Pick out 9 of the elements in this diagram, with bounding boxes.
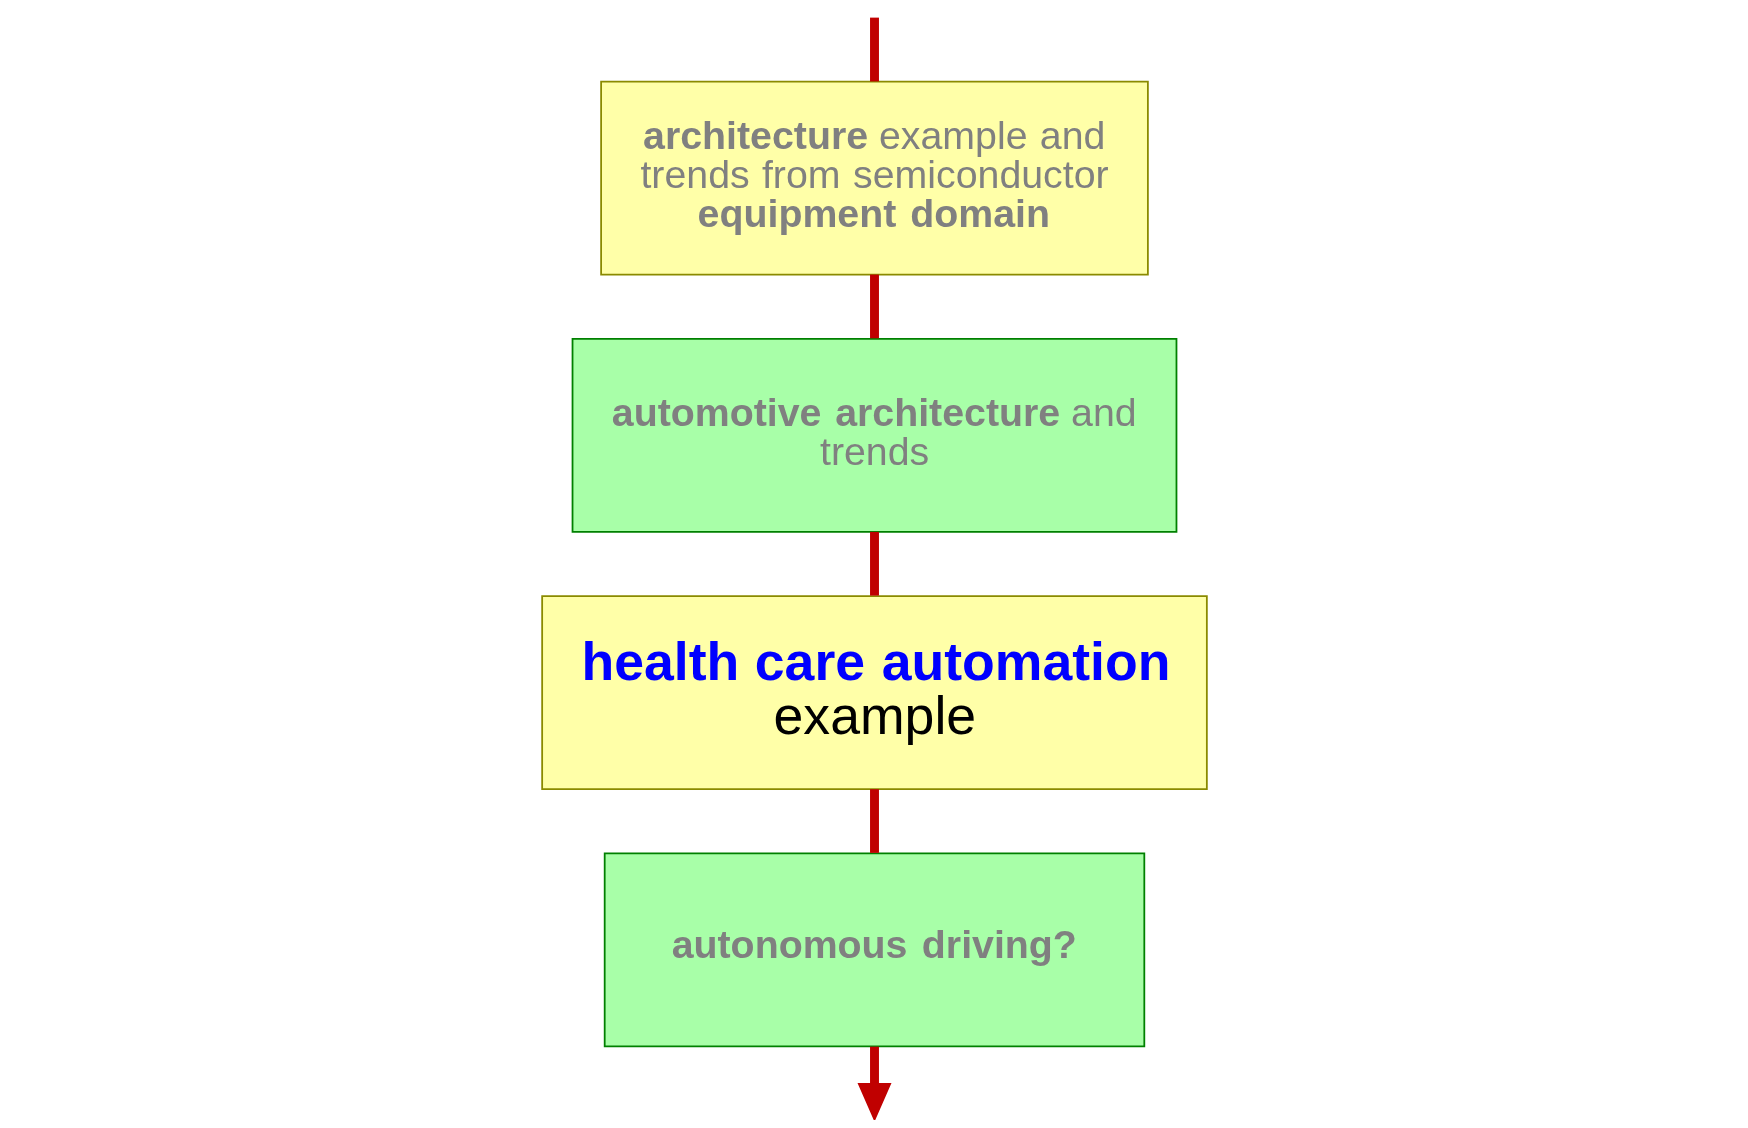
node-box: health care automation example: [540, 595, 1208, 791]
node-box: automotive architecture and trends: [571, 337, 1177, 533]
arrow: [857, 1046, 891, 1120]
connector: [869, 531, 879, 596]
node-box: architecture example and trends from semiconductor equipment domain: [599, 80, 1149, 276]
connector: [869, 789, 879, 853]
node-box: autonomous driving?: [603, 852, 1145, 1048]
connector: [869, 17, 879, 82]
connector: [869, 274, 879, 339]
